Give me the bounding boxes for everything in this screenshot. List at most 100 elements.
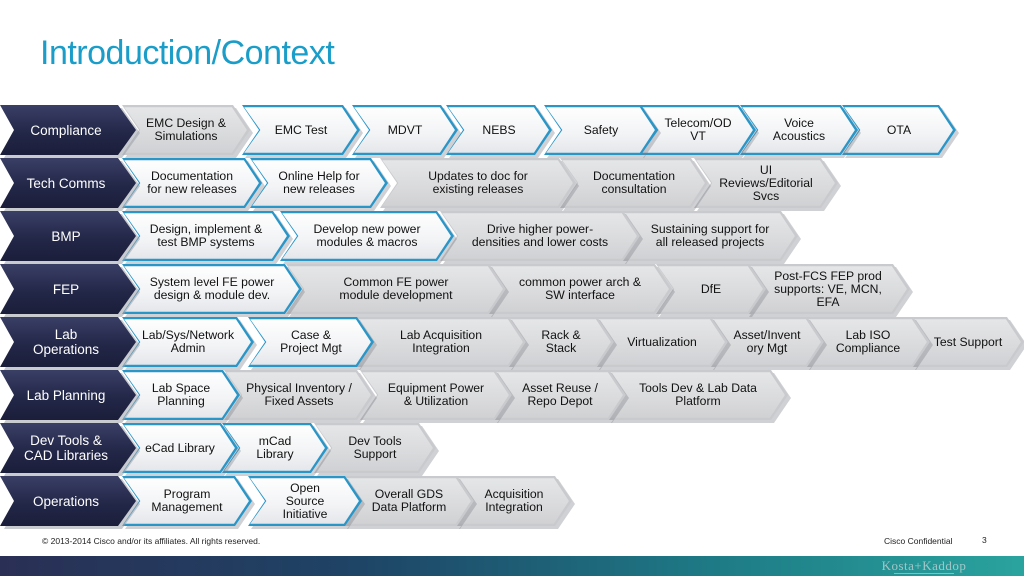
brand-logo: Kosta+Kaddop <box>876 557 972 575</box>
chevron-fill <box>694 158 838 208</box>
chevron-fill <box>740 105 858 155</box>
chevron-fill <box>122 158 262 208</box>
row-fep: System level FE power design & module de… <box>0 264 1024 317</box>
chevron-step-physical-inventory-fixed-assets: Physical Inventory / Fixed Assets <box>224 370 377 423</box>
chevron-fill <box>242 105 360 155</box>
chevron-step-telecom-od-vt: Telecom/OD VT <box>640 105 759 158</box>
page-title: Introduction/Context <box>40 34 335 72</box>
chevron-step-equipment-power-utilization: Equipment Power & Utilization <box>360 370 515 423</box>
chevron-fill <box>544 105 658 155</box>
chevron-fill <box>250 158 388 208</box>
chevron-fill <box>280 211 454 261</box>
chevron-step-tools-dev-lab-data-platform: Tools Dev & Lab Data Platform <box>608 370 791 423</box>
chevron-step-label: OTA <box>886 122 912 137</box>
chevron-step-label: Virtualization <box>627 334 697 349</box>
chevron-step-test-support: Test Support <box>912 317 1024 370</box>
chevron-step-label: Program Management <box>151 487 223 514</box>
row-operations: Program Management Open Source Initiative… <box>0 476 1024 529</box>
chevron-step-label: Test Support <box>933 334 1003 349</box>
chevron-step-label: Equipment Power & Utilization <box>387 381 485 408</box>
chevron-fill <box>344 476 474 526</box>
category-compliance: Compliance <box>0 105 136 155</box>
chevron-step-label: Documentation consultation <box>593 169 675 196</box>
chevron-step-lab-sys-network-admin: Lab/Sys/Network Admin <box>122 317 257 370</box>
brand-logo-text: Kosta+Kaddop <box>881 557 967 573</box>
chevron-step-asset-invent-ory-mgt: Asset/Invent ory Mgt <box>710 317 827 370</box>
chevron-step-label: Dev Tools Support <box>348 434 402 461</box>
chevron-step-label: Acquisition Integration <box>484 487 544 514</box>
category-label: Lab Planning <box>26 387 106 403</box>
chevron-fill <box>622 211 798 261</box>
chevron-fill <box>122 476 252 526</box>
category-label: Compliance <box>30 122 102 138</box>
chevron-step-mcad-library: mCad Library <box>222 423 331 476</box>
chevron-fill <box>286 264 506 314</box>
category-label: Lab Operations <box>32 327 100 357</box>
category-label: Dev Tools & CAD Libraries <box>23 433 109 463</box>
chevron-step-mdvt: MDVT <box>352 105 461 158</box>
chevron-fill <box>608 370 788 420</box>
chevron-fill <box>806 317 930 367</box>
chevron-step-lab-acquisition-integration: Lab Acquisition Integration <box>356 317 529 370</box>
chevron-step-ui-reviews-editorial-svcs: UI Reviews/Editorial Svcs <box>694 158 841 211</box>
copyright-text: © 2013-2014 Cisco and/or its affiliates.… <box>42 536 261 546</box>
category-fep: FEP <box>0 264 136 314</box>
chevron-step-label: Updates to doc for existing releases <box>428 169 528 196</box>
chevron-step-develop-new-power-modules-macros: Develop new power modules & macros <box>280 211 457 264</box>
chevron-step-common-fe-power-module-development: Common FE power module development <box>286 264 509 317</box>
chevron-step-safety: Safety <box>544 105 661 158</box>
chevron-step-case-project-mgt: Case & Project Mgt <box>248 317 377 370</box>
footer-bar <box>0 556 1024 576</box>
category-label: BMP <box>51 228 81 244</box>
chevron-step-label: Common FE power module development <box>339 275 453 302</box>
confidential-label: Cisco Confidential <box>884 536 953 546</box>
chevron-step-drive-higher-power-densities-and-lower-costs: Drive higher power- densities and lower … <box>440 211 643 264</box>
chevron-step-documentation-for-new-releases: Documentation for new releases <box>122 158 265 211</box>
chevron-step-ota: OTA <box>842 105 959 158</box>
chevron-step-label: Lab ISO Compliance <box>835 328 901 355</box>
chevron-step-program-management: Program Management <box>122 476 255 529</box>
chevron-step-label: Physical Inventory / Fixed Assets <box>246 381 352 408</box>
chevron-fill <box>356 317 526 367</box>
category-label: Operations <box>32 493 100 509</box>
chevron-step-updates-to-doc-for-existing-releases: Updates to doc for existing releases <box>380 158 579 211</box>
category-lab-operations: Lab Operations <box>0 317 136 367</box>
chevron-step-dfe: DfE <box>656 264 769 317</box>
chevron-fill <box>122 370 240 420</box>
chevron-step-label: Documentation for new releases <box>147 169 237 196</box>
chevron-step-virtualization: Virtualization <box>596 317 731 370</box>
chevron-step-label: Overall GDS Data Platform <box>371 487 447 514</box>
chevron-fill <box>360 370 512 420</box>
chevron-fill <box>122 211 290 261</box>
chevron-step-label: NEBS <box>482 122 516 137</box>
chevron-step-lab-iso-compliance: Lab ISO Compliance <box>806 317 933 370</box>
chevron-step-label: Asset Reuse / Repo Depot <box>522 381 598 408</box>
chevron-step-label: EMC Test <box>274 122 328 137</box>
chevron-step-label: Telecom/OD VT <box>664 116 732 143</box>
chevron-step-overall-gds-data-platform: Overall GDS Data Platform <box>344 476 477 529</box>
chevron-step-label: Online Help for new releases <box>278 169 360 196</box>
chevron-step-open-source-initiative: Open Source Initiative <box>248 476 365 529</box>
chevron-fill <box>656 264 766 314</box>
chevron-step-system-level-fe-power-design-module-dev: System level FE power design & module de… <box>122 264 305 317</box>
chevron-fill <box>560 158 708 208</box>
chevron-step-emc-test: EMC Test <box>242 105 363 158</box>
category-tech-comms: Tech Comms <box>0 158 136 208</box>
chevron-step-label: mCad Library <box>256 434 294 461</box>
chevron-step-sustaining-support-for-all-released-projects: Sustaining support for all released proj… <box>622 211 801 264</box>
chevron-step-label: UI Reviews/Editorial Svcs <box>719 162 813 203</box>
chevron-fill <box>456 476 572 526</box>
chevron-step-online-help-for-new-releases: Online Help for new releases <box>250 158 391 211</box>
chevron-fill <box>380 158 576 208</box>
chevron-step-label: DfE <box>700 281 722 296</box>
chevron-fill <box>248 476 362 526</box>
category-label: Tech Comms <box>26 175 106 191</box>
chevron-fill <box>710 317 824 367</box>
chevron-step-label: Open Source Initiative <box>282 480 328 521</box>
chevron-step-asset-reuse-repo-depot: Asset Reuse / Repo Depot <box>494 370 629 423</box>
chevron-step-common-power-arch-sw-interface: common power arch & SW interface <box>488 264 675 317</box>
chevron-step-label: Post-FCS FEP prod supports: VE, MCN, EFA <box>774 268 882 309</box>
